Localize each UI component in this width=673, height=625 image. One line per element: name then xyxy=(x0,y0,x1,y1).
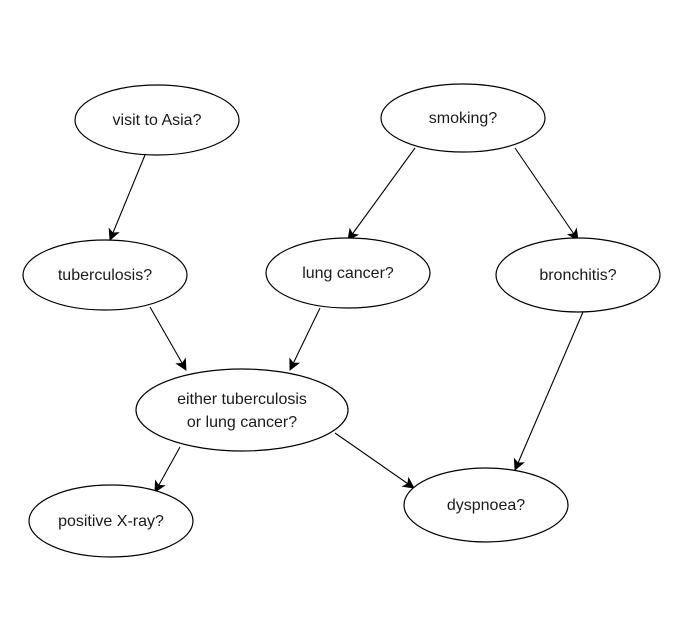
node-either-tuberculosis-or-lung-cancer: either tuberculosis or lung cancer? xyxy=(135,368,349,452)
node-label: positive X-ray? xyxy=(58,513,164,530)
edge-visit-to-tuberculosis xyxy=(108,154,146,241)
node-positive-xray: positive X-ray? xyxy=(28,484,194,558)
node-label: smoking? xyxy=(429,110,498,127)
edges xyxy=(108,147,584,493)
node-lung-cancer: lung cancer? xyxy=(265,237,431,309)
node-label-line-2: or lung cancer? xyxy=(187,414,297,431)
node-label: lung cancer? xyxy=(302,265,394,282)
node-tuberculosis: tuberculosis? xyxy=(22,239,188,311)
node-label-line-1: either tuberculosis xyxy=(177,391,307,408)
node-dyspnoea: dyspnoea? xyxy=(403,467,569,543)
edge-tuberculosis-to-either xyxy=(149,306,187,371)
edge-smoking-to-lung-cancer xyxy=(347,147,416,241)
node-visit-to-asia: visit to Asia? xyxy=(74,84,240,156)
edge-smoking-to-bronchitis xyxy=(514,147,579,241)
node-bronchitis: bronchitis? xyxy=(495,237,661,313)
edge-lung-cancer-to-either xyxy=(289,307,321,371)
edge-either-to-positive-xray xyxy=(154,446,181,493)
edge-either-to-dyspnoea xyxy=(334,432,415,489)
node-label: dyspnoea? xyxy=(447,497,525,514)
node-label: bronchitis? xyxy=(539,267,616,284)
edge-bronchitis-to-dyspnoea xyxy=(513,311,584,471)
node-label: tuberculosis? xyxy=(58,267,152,284)
node-smoking: smoking? xyxy=(380,83,546,153)
node-label: visit to Asia? xyxy=(113,112,202,129)
